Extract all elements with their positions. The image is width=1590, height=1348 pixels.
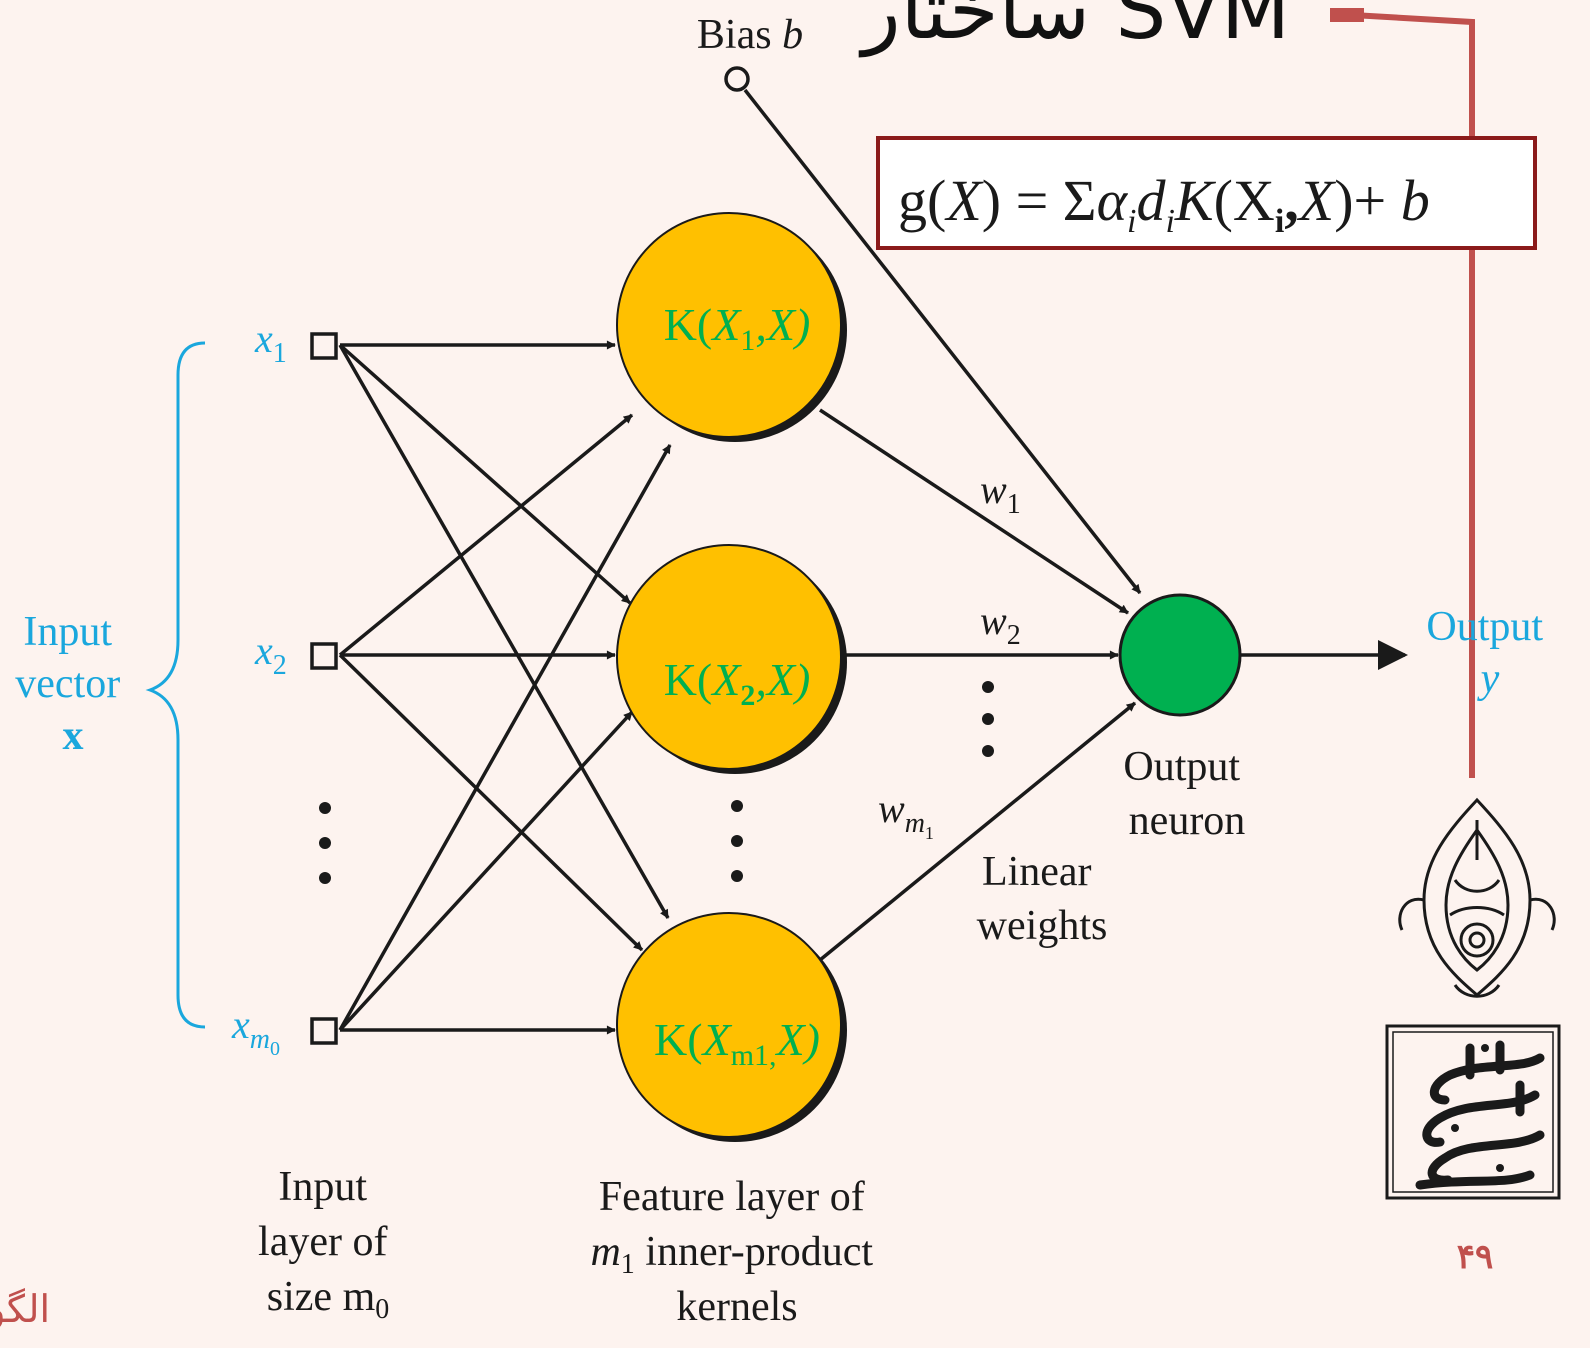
weight-label-w1: w1 (980, 467, 1021, 520)
kernel-to-output-edges (743, 88, 1408, 962)
linear-weights-caption: Linear weights (977, 849, 1108, 949)
ellipsis-dots (319, 681, 994, 884)
kernel-node-1: K(X1,X) (616, 212, 847, 442)
accent-bracket-line (1334, 11, 1475, 778)
output-label: Output y (1426, 604, 1553, 702)
kernel-node-3: K(Xm1,X) (616, 912, 847, 1142)
decision-function-box: g(X) = ΣαidiK(Xi,X)+ b (876, 136, 1537, 250)
kernel-node-2: K(X2,X) (616, 544, 847, 774)
slide-title: ساختار SVM (858, 0, 1290, 58)
page-number: ۴۹ (1457, 1239, 1494, 1276)
input-nodes (310, 332, 338, 1045)
university-emblem-icon (1398, 797, 1556, 998)
decision-function-formula: g(X) = ΣαidiK(Xi,X)+ b (898, 168, 1430, 240)
kernel-node-1-label: K(X1,X) (664, 299, 811, 357)
input-vector-label: Input vector x (15, 609, 130, 759)
input-node-1 (310, 332, 338, 360)
input-label-xm0: xm0 (231, 1002, 280, 1060)
output-neuron (1118, 593, 1242, 717)
input-node-2 (310, 642, 338, 670)
input-layer-caption: Input layer of size m0 (258, 1164, 398, 1325)
input-vector-brace (145, 341, 206, 1029)
footer-text: الگوش (0, 1287, 50, 1332)
input-to-kernel-edges (338, 340, 672, 1035)
university-logotype-icon (1385, 1024, 1561, 1200)
kernel-node-2-label: K(X2,X) (664, 654, 811, 712)
kernel-node-3-label: K(Xm1,X) (654, 1014, 820, 1072)
accent-bracket-cap (1330, 8, 1364, 22)
bias-node (724, 66, 750, 92)
feature-layer-caption: Feature layer of m1 inner-product kernel… (590, 1174, 883, 1330)
weight-label-w2: w2 (980, 598, 1021, 651)
input-label-x2: x2 (254, 628, 287, 681)
bias-label: Bias b (697, 12, 803, 58)
input-node-m0 (310, 1017, 338, 1045)
weight-label-wm1: wm1 (878, 786, 934, 843)
input-label-x1: x1 (254, 316, 287, 369)
output-neuron-caption: Output neuron (1123, 744, 1250, 844)
